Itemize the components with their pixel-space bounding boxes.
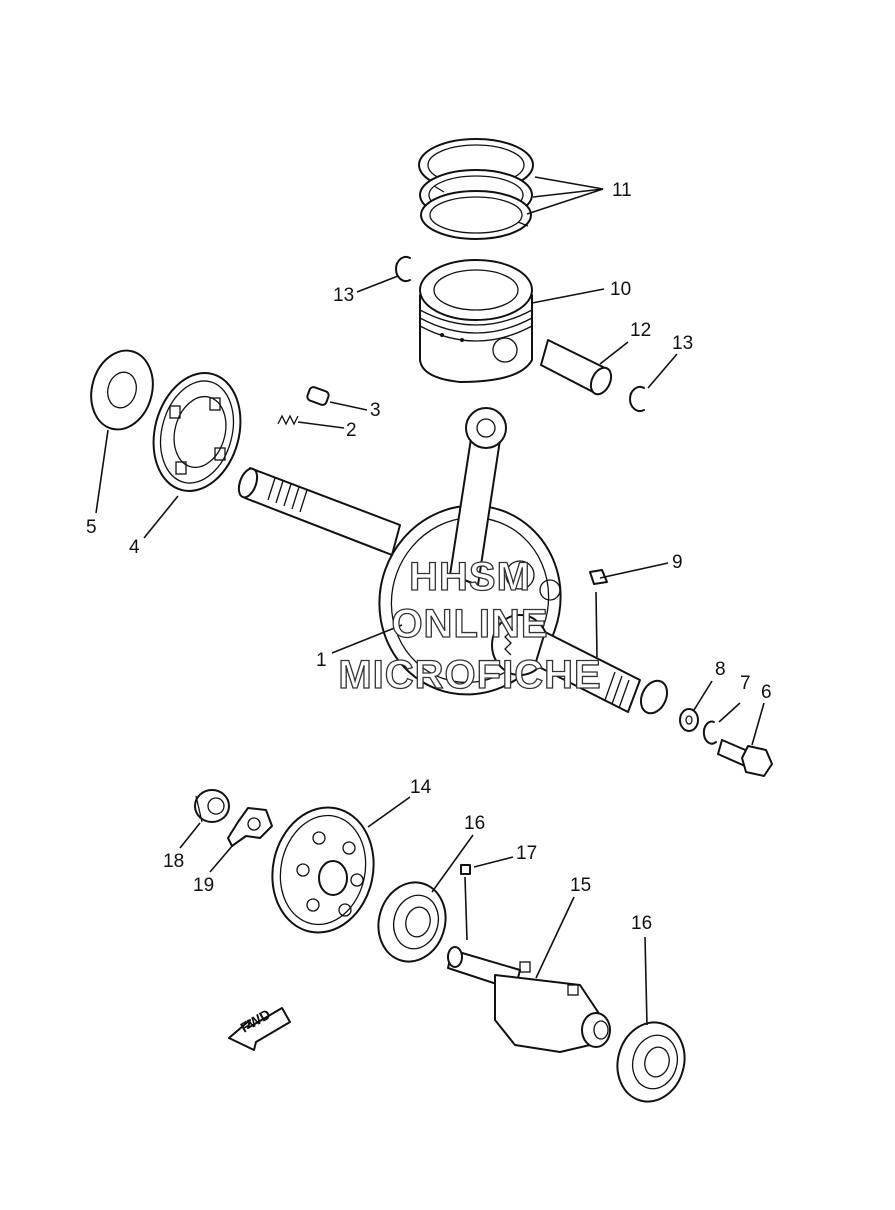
lock-washer <box>702 720 717 745</box>
balancer-shaft <box>447 946 611 1053</box>
callout-16-left: 16 <box>464 813 485 834</box>
callout-3: 3 <box>370 400 381 421</box>
nut <box>194 789 230 823</box>
callout-14: 14 <box>410 777 432 798</box>
callout-13-top: 13 <box>333 285 354 306</box>
bolt <box>717 739 773 777</box>
callout-18: 18 <box>163 851 184 872</box>
callout-6: 6 <box>761 682 772 703</box>
crankshaft-assembly <box>237 407 669 715</box>
piston-rings <box>418 138 534 240</box>
callout-8: 8 <box>715 659 726 680</box>
spring <box>277 414 299 426</box>
callout-4: 4 <box>129 537 140 558</box>
starter-clutch <box>152 372 242 492</box>
piston-pin-circlip-top <box>395 256 411 282</box>
bearing-left <box>377 881 447 963</box>
watermark-line-2: ONLINE <box>391 602 548 646</box>
watermark: HHSM ONLINE MICROFICHE <box>338 554 602 697</box>
callout-17: 17 <box>516 843 537 864</box>
callout-9: 9 <box>672 552 683 573</box>
bearing-right <box>616 1021 686 1103</box>
forward-direction-arrow: FWD <box>228 1006 291 1051</box>
callout-13-right: 13 <box>672 333 693 354</box>
balancer-drive-gear <box>271 806 375 934</box>
callout-12: 12 <box>630 320 651 341</box>
woodruff-key <box>589 569 608 585</box>
leader-lines <box>95 176 765 1026</box>
callout-11: 11 <box>612 180 632 201</box>
balancer-key <box>460 864 471 875</box>
callout-2: 2 <box>346 420 357 441</box>
callout-10: 10 <box>610 279 631 300</box>
callout-numbers: 11 10 13 12 13 3 2 5 4 1 9 8 7 6 14 16 1… <box>86 180 772 934</box>
watermark-line-3: MICROFICHE <box>338 653 601 697</box>
callout-1: 1 <box>316 650 327 671</box>
tab-lock-washer <box>227 807 273 847</box>
callout-16-right: 16 <box>631 913 652 934</box>
callout-15: 15 <box>570 875 591 896</box>
thrust-washer <box>90 349 154 431</box>
callout-7: 7 <box>740 673 751 694</box>
dowel-pin <box>306 386 330 406</box>
callout-19: 19 <box>193 875 214 896</box>
piston <box>419 259 533 383</box>
piston-pin <box>540 339 613 396</box>
piston-pin-circlip-right <box>629 386 645 412</box>
plate-washer <box>679 708 699 732</box>
watermark-line-1: HHSM <box>409 555 531 599</box>
callout-5: 5 <box>86 517 97 538</box>
